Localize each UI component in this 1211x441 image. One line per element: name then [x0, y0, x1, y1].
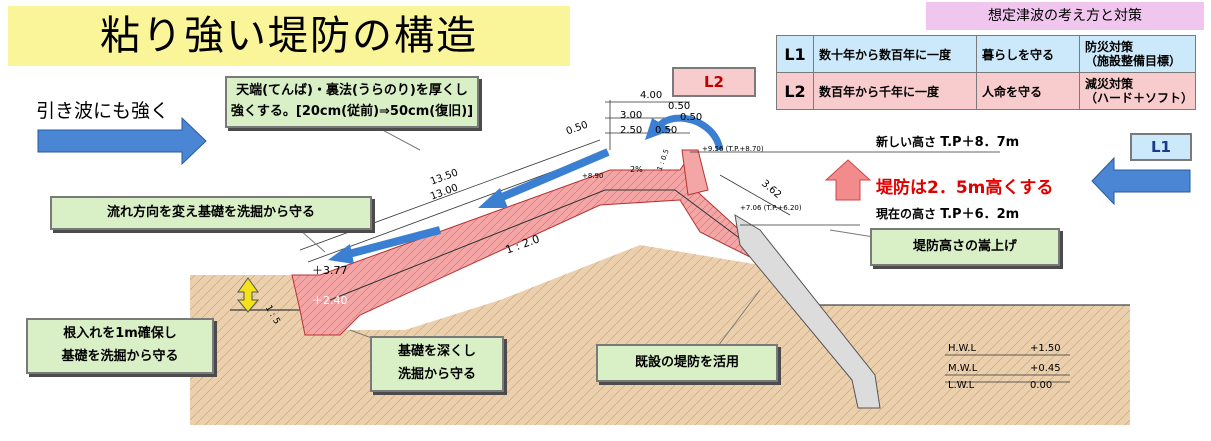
legend-measure-line1: 防災対策 — [1085, 40, 1134, 54]
legend-level: L1 — [776, 35, 814, 73]
new-height-label: 新しい高さ T.P＋8．7m — [876, 131, 1019, 150]
overflow-arrow-bottom-head — [328, 244, 354, 264]
legend-row-l2: L2 数百年から千年に一度 人命を守る 減災対策（ハード＋ソフト） — [776, 72, 1196, 110]
legend-measure-line2: （ハード＋ソフト） — [1085, 91, 1194, 105]
callout-deep-line2: 洗掘から守る — [397, 367, 476, 382]
crest-parapet — [681, 149, 709, 196]
raise-arrow — [824, 159, 872, 201]
mwl-value: +0.45 — [1030, 363, 1061, 374]
current-height-value: T.P＋6．2m — [940, 207, 1020, 222]
callout-crown-thicken: 天端(てんば)・裏法(うらのり)を厚くし 強くする。[20cm(従前)⇒50cm… — [225, 76, 479, 128]
hwl-label: H.W.L — [948, 343, 977, 354]
dim-400: 4.00 — [640, 90, 663, 101]
callout-existing-levee: 既設の堤防を活用 — [596, 344, 778, 382]
l2-tag: L2 — [672, 67, 756, 97]
legend-goal: 暮らしを守る — [976, 35, 1080, 73]
elev-890: +8.90 — [582, 172, 604, 180]
crest-gradient: 2% — [630, 165, 643, 174]
legend-frequency: 数百年から千年に一度 — [813, 72, 977, 110]
callout-deep-line1: 基礎を深くし — [397, 344, 476, 359]
backwash-arrow — [37, 116, 207, 166]
callout-flow-direction: 流れ方向を変え基礎を洗掘から守る — [50, 196, 372, 230]
callout-embed-line1: 根入れを1m確保し — [63, 326, 177, 341]
dim-050-a: 0.50 — [668, 101, 691, 112]
current-height-text: 現在の高さ — [876, 207, 937, 221]
page-title: 粘り強い堤防の構造 — [100, 13, 478, 59]
hwl-value: +1.50 — [1030, 343, 1061, 354]
legend-level: L2 — [776, 72, 814, 110]
mwl-label: M.W.L — [948, 363, 978, 374]
new-height-text: 新しい高さ — [876, 135, 937, 149]
l1-incoming-arrow — [1091, 156, 1191, 206]
l2-curl-arrow-head — [645, 118, 672, 140]
overflow-arrow-bottom — [343, 226, 442, 259]
existing-levee-outline — [329, 189, 743, 301]
old-crest-elevation: +7.06 (T.P.+6.20) — [740, 204, 802, 212]
l1-tag: L1 — [1130, 133, 1192, 161]
callout-crown-line1: 天端(てんば)・裏法(うらのり)を厚くし — [236, 83, 468, 98]
new-height-value: T.P＋8．7m — [940, 135, 1020, 150]
raise-amount-text: 堤防は2．5m高くする — [876, 178, 1054, 198]
legend-header: 想定津波の考え方と対策 — [926, 2, 1204, 30]
legend-measure-line1: 減災対策 — [1085, 77, 1134, 91]
embedment-arrow — [236, 277, 260, 313]
overflow-arrow-top-head — [478, 188, 508, 208]
lwl-value: 0.00 — [1030, 380, 1053, 391]
tsunami-legend-table: L1 数十年から数百年に一度 暮らしを守る 防災対策（施設整備目標） L2 数百… — [776, 35, 1196, 110]
water-level-lines — [945, 354, 1070, 383]
callout-embedment: 根入れを1m確保し 基礎を洗掘から守る — [26, 318, 214, 374]
elev-377: ＋3.77 — [312, 264, 348, 277]
dim-250: 2.50 — [620, 125, 643, 136]
existing-seawall — [734, 214, 881, 409]
dim-050-c: 0.50 — [655, 125, 678, 136]
legend-goal: 人命を守る — [976, 72, 1080, 110]
callout-crown-line2: 強くする。[20cm(従前)⇒50cm(復旧)] — [230, 104, 474, 119]
elev-240: ＋2.40 — [312, 294, 348, 307]
current-height-label: 現在の高さ T.P＋6．2m — [876, 203, 1019, 222]
callout-raise-height: 堤防高さの嵩上げ — [870, 228, 1060, 266]
callout-embed-line2: 基礎を洗掘から守る — [61, 349, 179, 364]
callout-deep-foundation: 基礎を深くし 洗掘から守る — [370, 336, 504, 392]
legend-measure: 防災対策（施設整備目標） — [1079, 35, 1196, 73]
l2-curl-arrow — [657, 114, 724, 151]
legend-row-l1: L1 数十年から数百年に一度 暮らしを守る 防災対策（施設整備目標） — [776, 35, 1196, 73]
dim-050-b: 0.50 — [680, 112, 703, 123]
lwl-label: L.W.L — [948, 380, 975, 391]
legend-frequency: 数十年から数百年に一度 — [813, 35, 977, 73]
backwash-label: 引き波にも強く — [36, 100, 170, 122]
legend-measure-line2: （施設整備目標） — [1085, 54, 1182, 68]
title-background — [8, 6, 570, 66]
overflow-arrow-top — [493, 148, 610, 204]
dim-300: 3.00 — [620, 110, 643, 121]
legend-measure: 減災対策（ハード＋ソフト） — [1079, 72, 1196, 110]
crest-elevation: +9.56 (T.P.+8.70) — [702, 145, 764, 153]
